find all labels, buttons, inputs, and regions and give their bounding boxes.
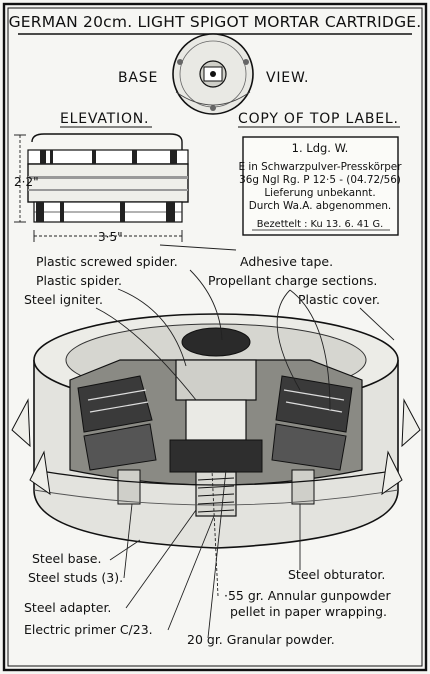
base-view-disc [172, 33, 254, 115]
elevation-drawing [27, 133, 189, 223]
callout-steel-adapter: Steel adapter. [24, 600, 111, 615]
top-label-line-5: Durch Wa.A. abgenommen. [249, 200, 391, 212]
callout-steel-studs: Steel studs (3). [28, 570, 123, 585]
top-label-line-3: 36g Ngl Rg. P 12·5 - (04.72/56) [239, 174, 401, 186]
callout-gunpowder-pellet-line-2: pellet in paper wrapping. [230, 604, 387, 619]
callout-steel-igniter: Steel igniter. [24, 292, 103, 307]
width-dimension [33, 230, 183, 242]
base-view-label-left: BASE [118, 70, 158, 86]
callout-plastic-cover: Plastic cover. [298, 292, 380, 307]
callout-steel-obturator: Steel obturator. [288, 567, 385, 582]
upper-leader-lines [95, 244, 395, 411]
top-label-line-6: Bezettelt : Ku 13. 6. 41 G. [257, 219, 383, 230]
callout-electric-primer: Electric primer C/23. [24, 622, 153, 637]
top-label-line-2: E in Schwarzpulver-Presskörper [239, 161, 403, 173]
height-dimension [14, 134, 26, 223]
top-label-line-4: Lieferung unbekannt. [264, 187, 375, 199]
callout-granular-powder: 20 gr. Granular powder. [187, 632, 335, 647]
top-label-line-1: 1. Ldg. W. [292, 141, 349, 155]
top-label-heading: COPY OF TOP LABEL. [238, 111, 399, 127]
callout-steel-base: Steel base. [32, 551, 101, 566]
callout-gunpowder-pellet-line-1: ·55 gr. Annular gunpowder [224, 588, 391, 603]
callout-plastic-screwed-spider: Plastic screwed spider. [36, 254, 178, 269]
callout-plastic-spider: Plastic spider. [36, 273, 122, 288]
height-dimension-text: 2·2" [14, 175, 39, 189]
base-view-label-right: VIEW. [266, 70, 309, 86]
cartridge-cutaway [11, 313, 421, 549]
width-dimension-text: 3·5" [98, 230, 123, 244]
callout-propellant-sections: Propellant charge sections. [208, 273, 377, 288]
page-title: GERMAN 20cm. LIGHT SPIGOT MORTAR CARTRID… [9, 13, 422, 31]
lower-leader-lines [109, 469, 301, 639]
elevation-heading: ELEVATION. [60, 111, 149, 127]
top-label-box [242, 136, 399, 236]
callout-adhesive-tape: Adhesive tape. [240, 254, 333, 269]
inner-frame [7, 7, 423, 667]
